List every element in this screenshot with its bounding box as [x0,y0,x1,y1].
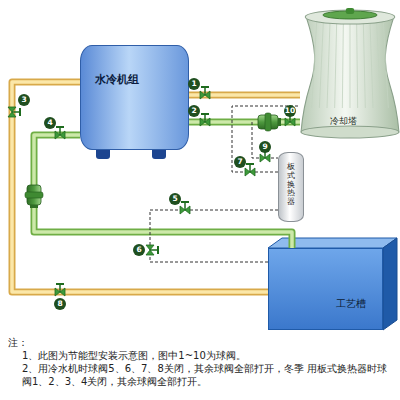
ball-valve [245,163,255,176]
water-pipe [34,135,292,248]
plate-heat-exchanger: 板式换热器 [278,152,304,222]
note-text: 1、此图为节能型安装示意图，图中1~10为球阀。 [22,349,394,362]
tank-side [383,238,397,330]
callout-number: 10 [284,105,296,117]
ball-valve [200,113,210,126]
cooling-tower: 冷却塔 [300,4,400,140]
ball-valve [180,201,190,214]
node-text: 工艺槽 [269,297,366,311]
callout-number: 3 [18,94,30,106]
ball-valve [200,86,210,99]
ball-valve [146,245,159,255]
ball-valve [55,283,65,296]
bypass-line [150,210,278,262]
node-text: 板式换热器 [287,163,295,207]
tank-top [268,238,397,248]
callout-number: 4 [44,117,56,129]
ball-valve [8,107,21,117]
callout-number: 1 [188,78,200,90]
callout-number: 5 [169,193,181,205]
callout-number: 6 [133,244,145,256]
callout-number: 8 [54,298,66,310]
note-text: 注： [8,336,28,349]
callout-number: 9 [259,141,271,153]
callout-number: 2 [188,105,200,117]
note-text: 2、用冷水机时球阀5、6、7、8关闭，其余球阀全部打开，冬季 用板式换热器时球阀… [22,362,394,388]
node-text: 水冷机组 [95,72,188,87]
process-tank: 工艺槽 [268,248,383,330]
pump-symbol [258,113,281,131]
ball-valve [55,126,65,139]
chiller-unit: 水冷机组 [80,45,189,150]
callout-number: 7 [234,156,246,168]
node-text: 冷却塔 [330,115,400,128]
pump-symbol [25,185,43,208]
